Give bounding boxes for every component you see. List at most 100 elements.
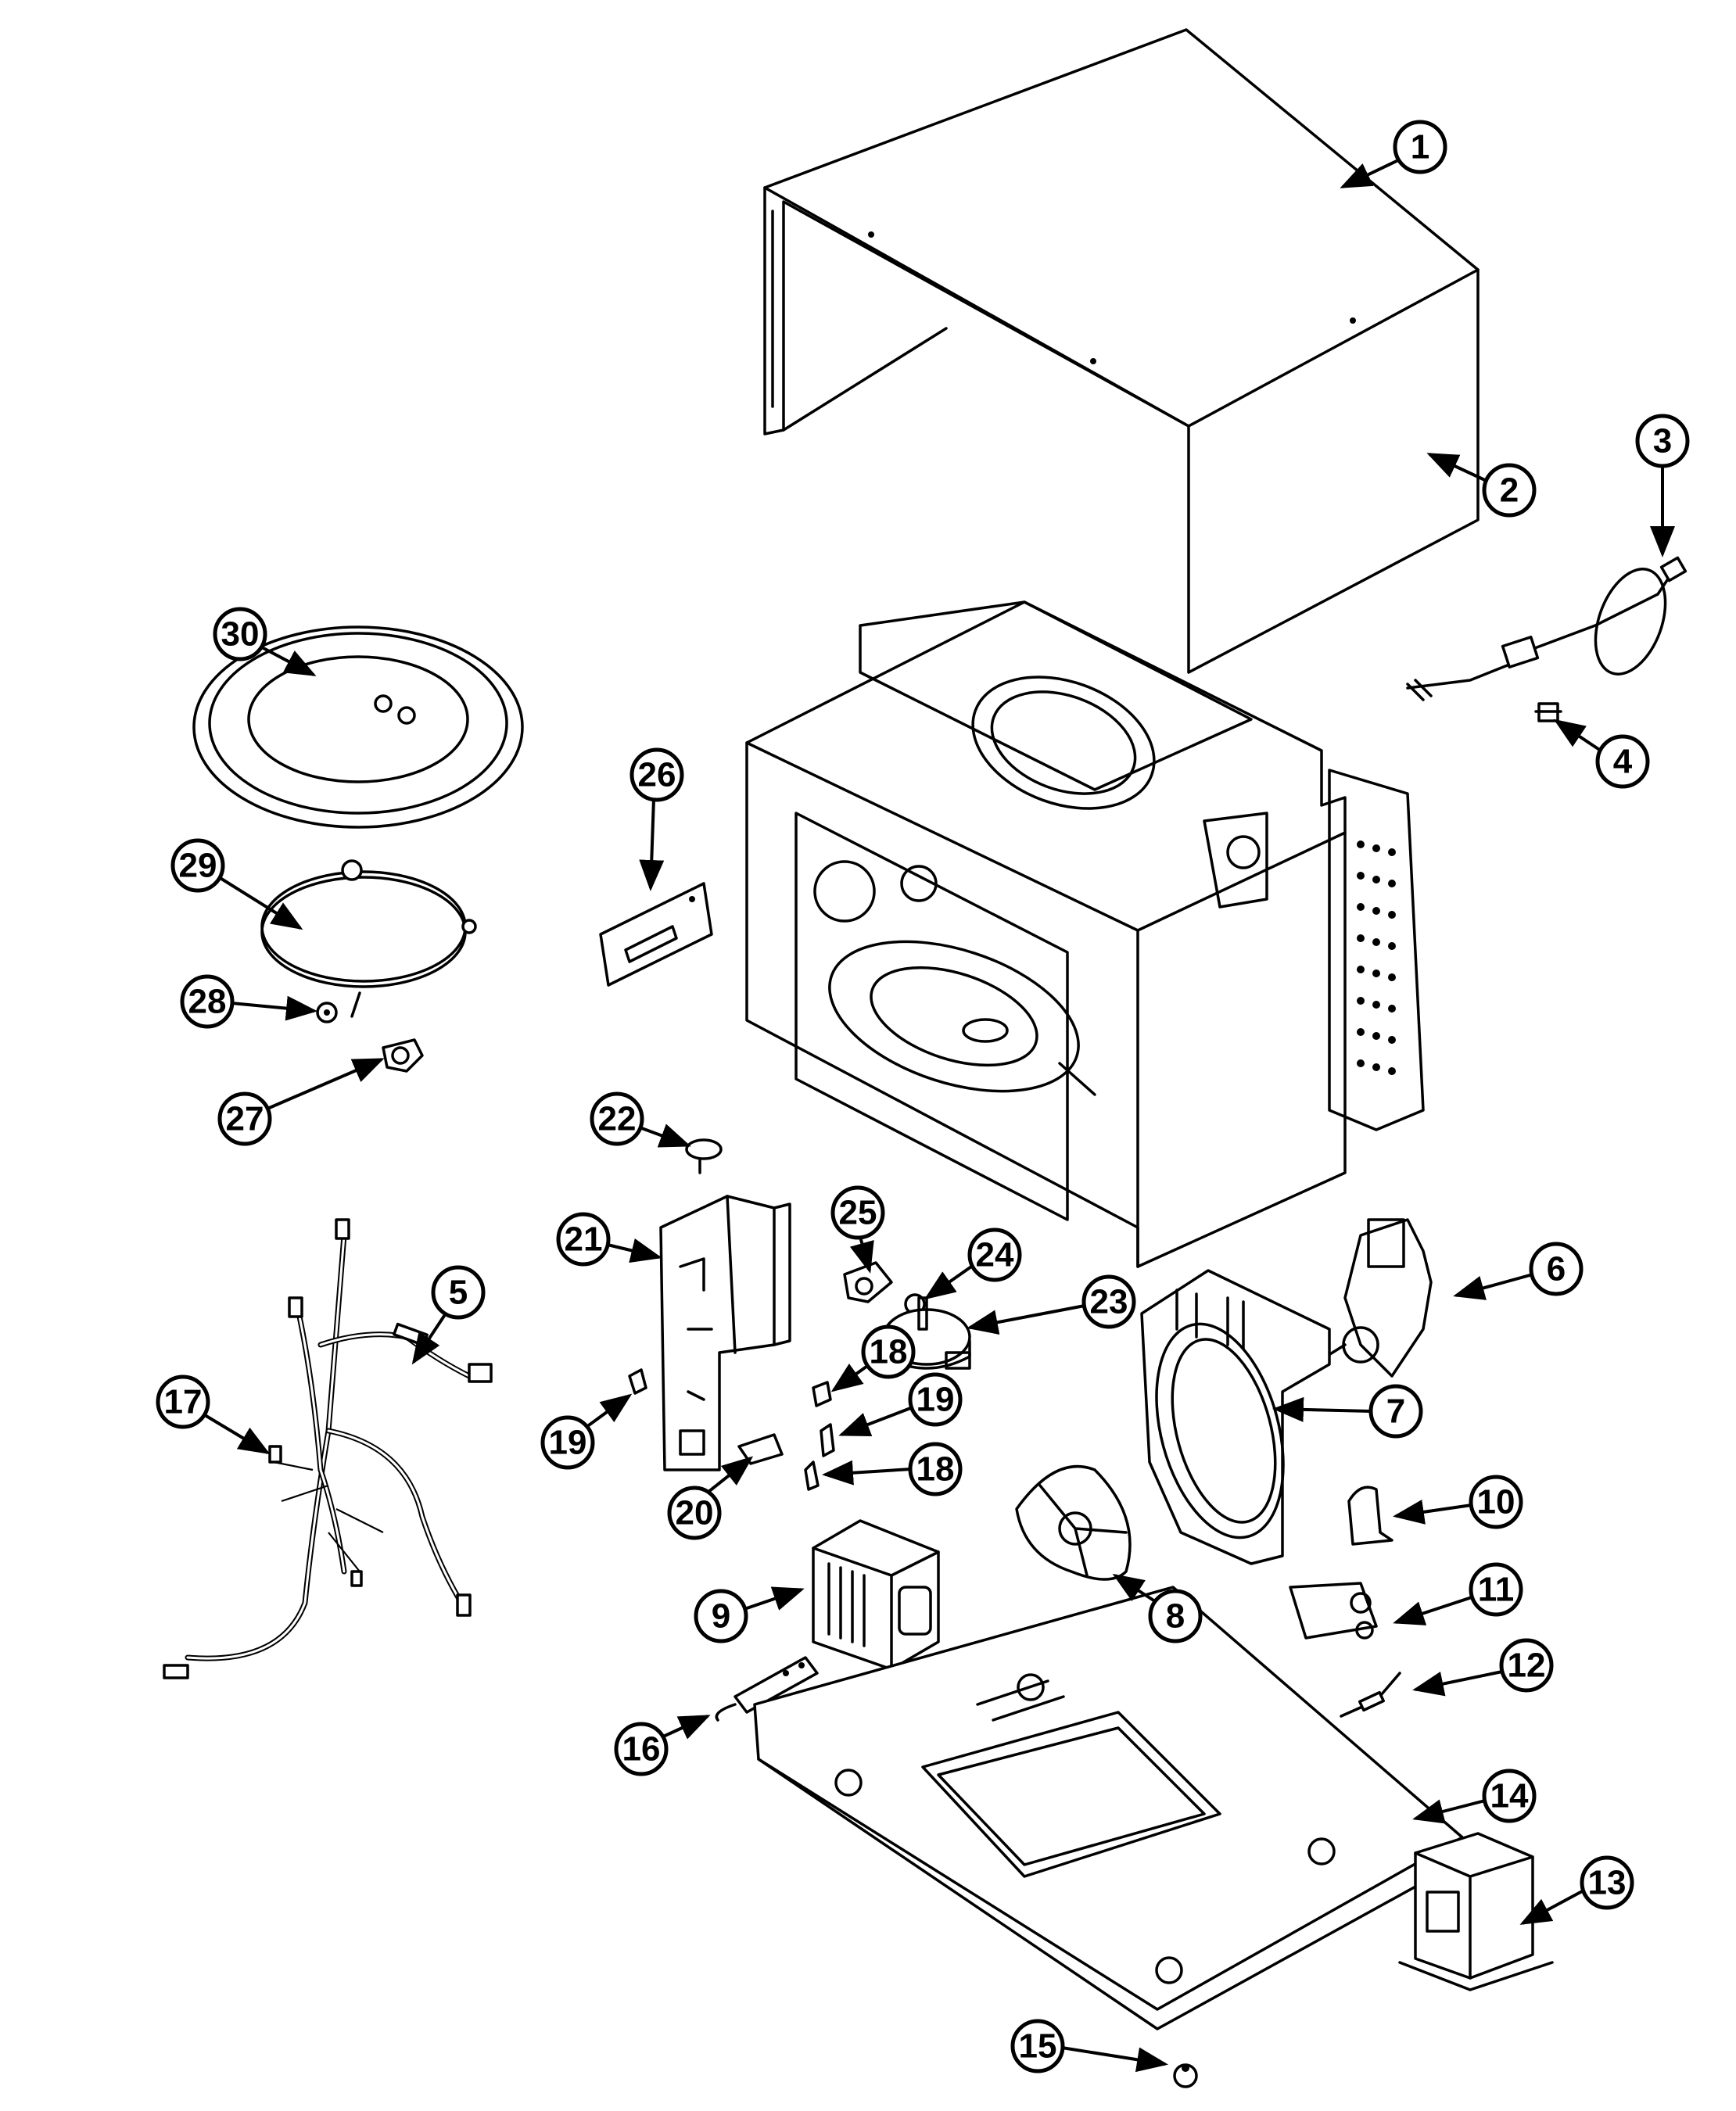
callout-9[interactable]: 9 (694, 1589, 748, 1643)
leader-30 (261, 646, 317, 676)
callout-label: 1 (1411, 128, 1429, 167)
leader-10 (1393, 1500, 1472, 1525)
callout-label: 30 (221, 615, 260, 654)
callout-1[interactable]: 1 (1393, 120, 1447, 174)
leader-18a (830, 1363, 871, 1392)
callout-3[interactable]: 3 (1635, 414, 1690, 468)
callout-label: 10 (1477, 1483, 1515, 1521)
callout-7[interactable]: 7 (1368, 1384, 1423, 1439)
callout-label: 6 (1547, 1250, 1566, 1288)
leader-21 (607, 1238, 662, 1263)
callout-label: 25 (839, 1194, 877, 1232)
leader-8 (1112, 1573, 1159, 1604)
leader-22 (639, 1124, 691, 1148)
leader-13 (1519, 1889, 1584, 1925)
power-cord (1406, 556, 1688, 701)
leader-4 (1553, 719, 1602, 752)
callout-13[interactable]: 13 (1580, 1855, 1634, 1910)
callout-15[interactable]: 15 (1010, 2019, 1065, 2073)
leader-28 (231, 995, 317, 1021)
callout-28[interactable]: 28 (180, 974, 235, 1029)
callout-label: 23 (1090, 1283, 1128, 1321)
leader-14 (1412, 1799, 1486, 1824)
leader-6 (1453, 1273, 1533, 1300)
base-plate (753, 1586, 1464, 2030)
roller-ring (260, 859, 477, 1018)
callouts: 1 2 3 4 5 6 7 8 9 10 11 12 13 14 15 16 1… (156, 120, 1690, 2073)
callout-19a[interactable]: 19 (540, 1415, 595, 1470)
leader-11 (1393, 1596, 1472, 1625)
callout-label: 12 (1508, 1647, 1546, 1685)
callout-label: 19 (549, 1424, 587, 1462)
callout-29[interactable]: 29 (170, 838, 225, 893)
foot (1173, 2063, 1198, 2088)
callout-8[interactable]: 8 (1148, 1589, 1203, 1643)
fan-motor (1312, 1218, 1433, 1378)
leader-23 (967, 1304, 1085, 1335)
callout-label: 5 (449, 1274, 468, 1312)
switch-lever (737, 1433, 784, 1465)
callout-19b[interactable]: 19 (908, 1372, 963, 1427)
callout-5[interactable]: 5 (431, 1265, 486, 1320)
callout-20[interactable]: 20 (667, 1486, 722, 1540)
callout-label: 26 (638, 756, 676, 794)
callout-label: 29 (179, 847, 217, 885)
callout-23[interactable]: 23 (1081, 1274, 1136, 1329)
capacitor-bracket (1347, 1486, 1393, 1546)
callout-18a[interactable]: 18 (861, 1324, 916, 1379)
high-voltage-diode (1340, 1672, 1401, 1718)
waveguide-cover (599, 882, 713, 987)
wire-harness-thermal-fuse (393, 1322, 493, 1383)
leader-2 (1426, 453, 1487, 482)
callout-label: 8 (1166, 1597, 1185, 1636)
callout-12[interactable]: 12 (1499, 1638, 1554, 1693)
magnetron (812, 1519, 940, 1671)
callout-26[interactable]: 26 (629, 747, 684, 802)
callout-24[interactable]: 24 (967, 1228, 1022, 1282)
leader-27 (267, 1058, 385, 1110)
callout-11[interactable]: 11 (1469, 1562, 1523, 1617)
callout-18b[interactable]: 18 (908, 1442, 963, 1496)
leader-9 (744, 1586, 805, 1611)
leader-19a (585, 1393, 633, 1428)
interlock-switch (812, 1381, 832, 1407)
leader-16 (661, 1715, 711, 1740)
cord-clip (1534, 702, 1562, 722)
vent-holes (1357, 840, 1396, 1075)
callout-25[interactable]: 25 (830, 1185, 885, 1240)
callout-16[interactable]: 16 (614, 1722, 669, 1776)
callout-30[interactable]: 30 (213, 607, 267, 661)
leader-lines (203, 158, 1675, 2073)
main-wire-harness (163, 1218, 472, 1679)
callout-label: 17 (164, 1383, 203, 1421)
callout-label: 18 (870, 1333, 908, 1371)
callout-27[interactable]: 27 (217, 1091, 272, 1146)
leader-20 (707, 1456, 754, 1493)
leader-17 (203, 1414, 271, 1455)
callout-2[interactable]: 2 (1482, 463, 1537, 518)
callout-22[interactable]: 22 (590, 1091, 644, 1146)
callout-label: 9 (712, 1597, 730, 1636)
callout-4[interactable]: 4 (1595, 734, 1650, 789)
callout-label: 11 (1478, 1571, 1515, 1609)
callout-label: 22 (598, 1100, 637, 1138)
callout-6[interactable]: 6 (1529, 1242, 1584, 1296)
callout-21[interactable]: 21 (556, 1212, 611, 1267)
turntable-hub (382, 1038, 424, 1073)
callout-10[interactable]: 10 (1469, 1475, 1523, 1529)
turntable-coupler (685, 1138, 723, 1174)
callout-label: 4 (1613, 743, 1633, 781)
leader-26 (639, 798, 665, 891)
leader-1 (1340, 158, 1401, 188)
callout-label: 24 (976, 1236, 1014, 1274)
leader-24 (924, 1263, 975, 1300)
callout-14[interactable]: 14 (1482, 1769, 1537, 1823)
leader-15 (1061, 2046, 1168, 2073)
callout-label: 18 (916, 1450, 955, 1489)
leader-12 (1412, 1670, 1503, 1697)
callout-label: 21 (565, 1220, 603, 1259)
leader-25 (849, 1236, 874, 1274)
callout-17[interactable]: 17 (156, 1374, 210, 1429)
leader-19b (838, 1406, 913, 1437)
